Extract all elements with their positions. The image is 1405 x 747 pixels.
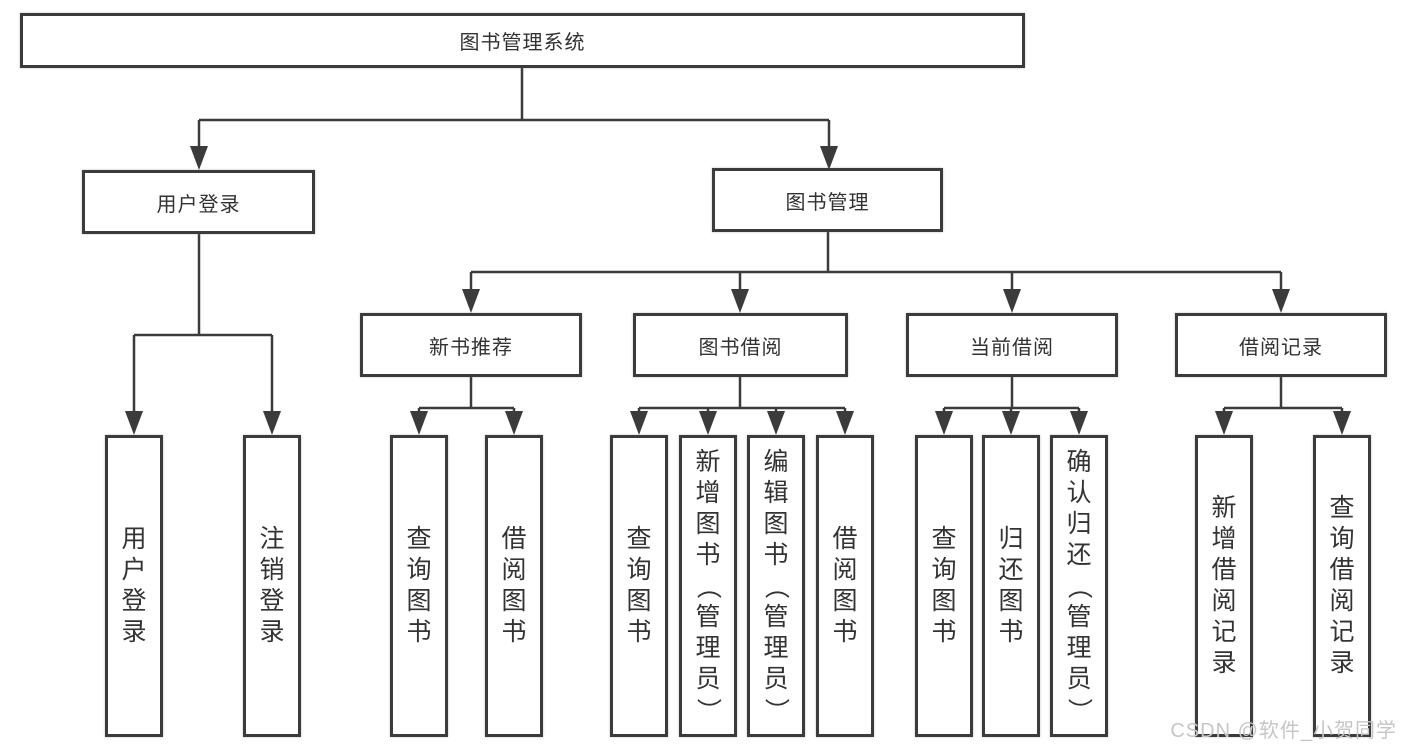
leaf-confirm-return-admin: 确认归还 （ 管理员 ） (1050, 435, 1108, 737)
vertical-char: 编 (763, 447, 789, 476)
leaf-edit-books-admin: 编辑图书 （ 管理员 ） (747, 435, 805, 737)
vertical-char: 员 (1066, 664, 1092, 693)
vertical-char: 户 (121, 556, 147, 584)
node-book-management: 图书管理 (712, 168, 943, 232)
leaf-borrow-books-recommend: 借阅图书 (485, 435, 543, 737)
vertical-char: 查 (626, 525, 652, 553)
vertical-char: ） (762, 697, 791, 723)
vertical-char: 录 (259, 618, 285, 646)
vertical-char: 阅 (1211, 587, 1237, 615)
vertical-char: 员 (695, 664, 721, 693)
vertical-char: 图 (832, 587, 858, 615)
vertical-char: 图 (406, 587, 432, 615)
leaf-query-borrow-record: 查询借阅记录 (1313, 435, 1371, 737)
vertical-char: 书 (931, 618, 957, 646)
node-book-borrowing: 图书借阅 (633, 313, 848, 377)
vertical-char: 管 (695, 602, 721, 631)
vertical-char: 借 (832, 525, 858, 553)
vertical-char: 图 (931, 587, 957, 615)
vertical-char: 书 (501, 618, 527, 646)
vertical-char: 理 (1066, 633, 1092, 662)
vertical-char: 图 (501, 587, 527, 615)
vertical-char: 员 (763, 664, 789, 693)
vertical-char: 确 (1066, 447, 1092, 476)
leaf-user-login: 用户登录 (105, 435, 163, 737)
vertical-char: 记 (1211, 618, 1237, 646)
vertical-char: 图 (626, 587, 652, 615)
vertical-char: 书 (998, 618, 1024, 646)
vertical-char: 书 (763, 540, 789, 569)
leaf-return-books: 归还图书 (982, 435, 1040, 737)
vertical-char: 查 (931, 525, 957, 553)
node-borrow-records: 借阅记录 (1175, 313, 1387, 377)
vertical-char: 借 (501, 525, 527, 553)
vertical-char: 询 (406, 556, 432, 584)
vertical-char: 登 (259, 587, 285, 615)
vertical-char: ） (1065, 697, 1094, 723)
leaf-add-books-admin: 新增图书 （ 管理员 ） (679, 435, 737, 737)
vertical-char: 阅 (501, 556, 527, 584)
vertical-char: 还 (1066, 540, 1092, 569)
csdn-watermark: CSDN @软件_小贺同学 (1170, 720, 1397, 742)
leaf-logout: 注销登录 (243, 435, 301, 737)
vertical-char: （ (762, 573, 791, 599)
vertical-char: （ (1065, 573, 1094, 599)
vertical-char: 录 (1329, 649, 1355, 677)
vertical-char: 查 (1329, 494, 1355, 522)
vertical-char: ） (694, 697, 723, 723)
vertical-char: 注 (259, 525, 285, 553)
vertical-char: 借 (1329, 556, 1355, 584)
vertical-char: （ (694, 573, 723, 599)
vertical-char: 询 (626, 556, 652, 584)
node-user-login: 用户登录 (82, 170, 315, 234)
vertical-char: 理 (695, 633, 721, 662)
leaf-borrow-books-borrowing: 借阅图书 (816, 435, 874, 737)
vertical-char: 销 (259, 556, 285, 584)
vertical-char: 新 (695, 447, 721, 476)
leaf-query-books-borrowing: 查询图书 (610, 435, 668, 737)
vertical-char: 书 (626, 618, 652, 646)
vertical-char: 阅 (832, 556, 858, 584)
leaf-query-books-current: 查询图书 (915, 435, 973, 737)
node-root-library-system: 图书管理系统 (20, 13, 1025, 68)
vertical-char: 书 (695, 540, 721, 569)
vertical-char: 书 (406, 618, 432, 646)
vertical-char: 图 (998, 587, 1024, 615)
vertical-char: 增 (695, 478, 721, 507)
vertical-char: 用 (121, 525, 147, 553)
vertical-char: 还 (998, 556, 1024, 584)
vertical-char: 图 (695, 509, 721, 538)
vertical-char: 归 (1066, 509, 1092, 538)
vertical-char: 登 (121, 587, 147, 615)
vertical-char: 辑 (763, 478, 789, 507)
vertical-char: 查 (406, 525, 432, 553)
vertical-char: 借 (1211, 556, 1237, 584)
node-new-book-recommend: 新书推荐 (360, 313, 582, 377)
vertical-char: 询 (931, 556, 957, 584)
vertical-char: 认 (1066, 478, 1092, 507)
vertical-char: 录 (121, 618, 147, 646)
vertical-char: 理 (763, 633, 789, 662)
leaf-add-borrow-record: 新增借阅记录 (1195, 435, 1253, 737)
vertical-char: 图 (763, 509, 789, 538)
vertical-char: 阅 (1329, 587, 1355, 615)
vertical-char: 记 (1329, 618, 1355, 646)
vertical-char: 新 (1211, 494, 1237, 522)
vertical-char: 询 (1329, 525, 1355, 553)
vertical-char: 管 (1066, 602, 1092, 631)
vertical-char: 归 (998, 525, 1024, 553)
leaf-query-books-recommend: 查询图书 (390, 435, 448, 737)
node-current-borrowing: 当前借阅 (906, 313, 1118, 377)
vertical-char: 录 (1211, 649, 1237, 677)
vertical-char: 增 (1211, 525, 1237, 553)
vertical-char: 管 (763, 602, 789, 631)
vertical-char: 书 (832, 618, 858, 646)
